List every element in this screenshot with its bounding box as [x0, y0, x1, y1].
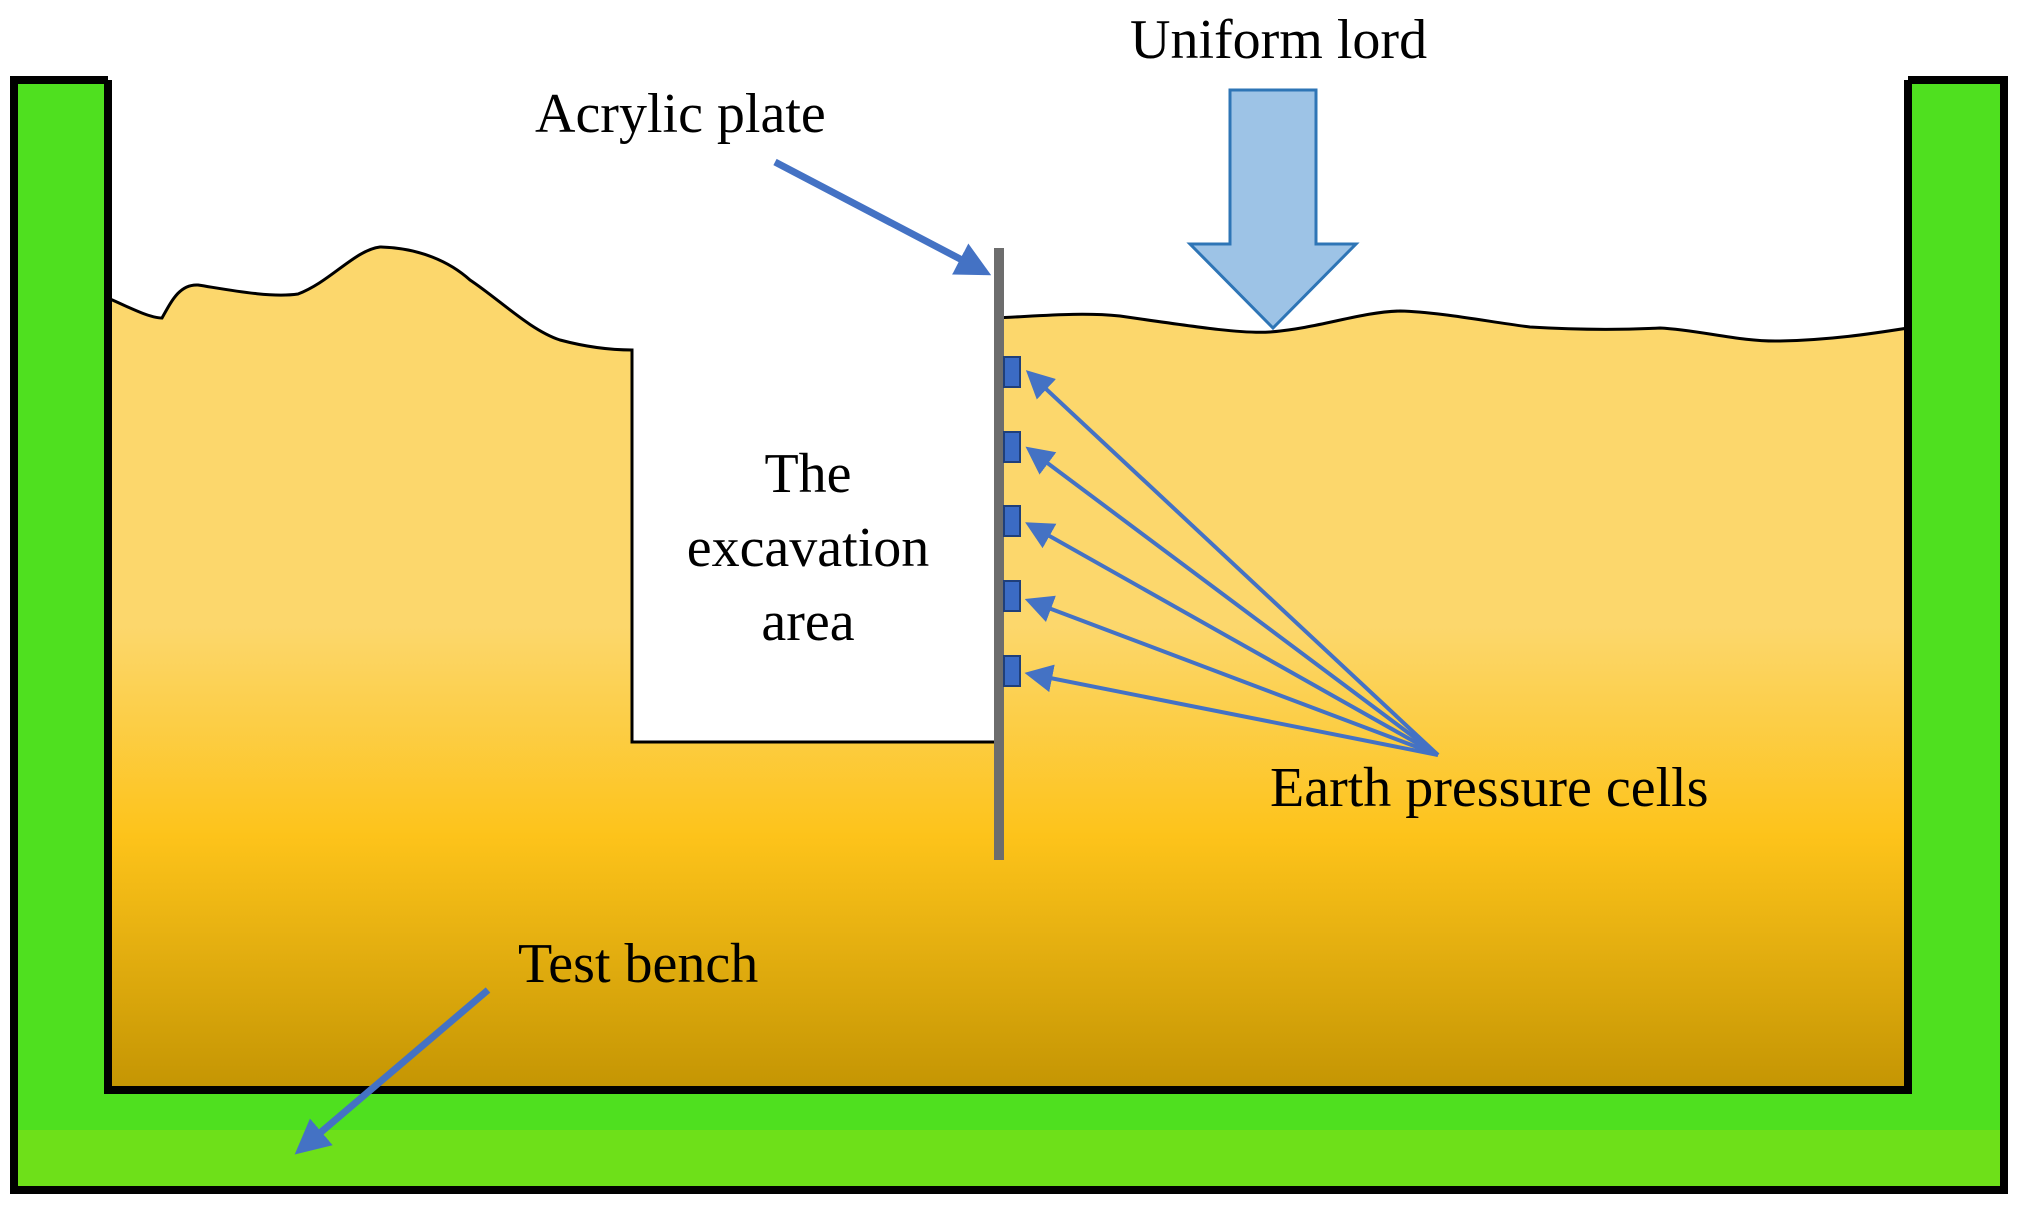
test-bench-label: Test bench [518, 933, 758, 995]
pressure-cell-arrow [1025, 370, 1440, 757]
pressure-cell-arrow [1024, 595, 1439, 757]
earth-pressure-cell [1003, 505, 1021, 537]
uniform-load-arrow [1186, 88, 1360, 331]
pressure-cell-arrow [1024, 664, 1439, 757]
test-bench-pointer-arrow [294, 987, 491, 1155]
earth-pressure-cells [1003, 356, 1021, 687]
excavation-label-line2: excavation [687, 517, 930, 579]
soil-surface-line [107, 245, 995, 744]
soil-surface-line-right [994, 309, 1909, 343]
excavation-label-line3: area [761, 591, 854, 653]
uniform-load-label: Uniform lord [1130, 9, 1427, 71]
excavation-label-line1: The [764, 443, 851, 505]
pressure-cell-arrow [1025, 522, 1439, 757]
acrylic-plate-label: Acrylic plate [535, 83, 826, 145]
bench-base-strip [18, 1130, 2000, 1186]
earth-pressure-cell [1003, 431, 1021, 463]
pressure-cell-arrow [1025, 446, 1440, 757]
pressure-cell-pointer-arrows [1024, 370, 1440, 757]
earth-pressure-cell [1003, 655, 1021, 687]
earth-pressure-cell [1003, 356, 1021, 388]
acrylic-plate-pointer-arrow [773, 158, 992, 276]
acrylic-plate [994, 248, 1004, 860]
earth-pressure-cells-label: Earth pressure cells [1270, 757, 1708, 819]
tank-inner-outline [104, 80, 1912, 1094]
earth-pressure-cell [1003, 580, 1021, 612]
